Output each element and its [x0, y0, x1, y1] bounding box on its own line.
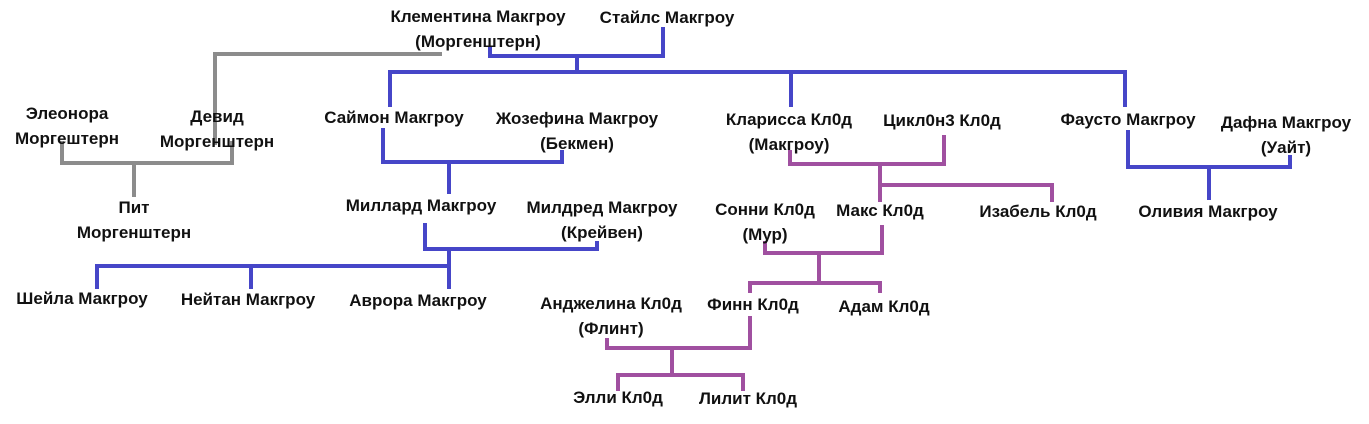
person-david-first-name: Девид — [190, 107, 244, 126]
person-adam: Адам Кл0д — [838, 294, 929, 319]
person-sonny: Сонни Кл0д (Мур) — [715, 197, 815, 247]
connector-couple-clarissa-cyclone — [788, 135, 946, 166]
person-cyclone-name: Цикл0н3 Кл0д — [883, 111, 1001, 130]
person-aurora-name: Аврора Макгроу — [349, 291, 487, 310]
person-daphne-name: Дафна Макгроу — [1220, 113, 1352, 132]
person-lilith-name: Лилит Кл0д — [698, 389, 798, 408]
connector-finn-children-bus — [616, 346, 745, 391]
person-clementina-name: Клементина Макгроу — [390, 7, 566, 26]
person-simon: Саймон Макгроу — [324, 105, 464, 130]
person-adam-name: Адам Кл0д — [838, 297, 930, 316]
person-sonny-maiden-name: (Мур) — [742, 225, 788, 244]
person-pit: Пит Моргенштерн — [77, 195, 191, 245]
person-sonny-name: Сонни Кл0д — [715, 200, 815, 219]
person-olivia: Оливия Макгроу — [1138, 199, 1277, 224]
person-aurora: Аврора Макгроу — [349, 288, 486, 313]
person-styles: Стайлс Макгроу — [600, 5, 735, 30]
person-millard-name: Миллард Макгроу — [345, 196, 497, 215]
person-josephina-maiden-name: (Бекмен) — [540, 134, 614, 153]
person-isabel: Изабель Кл0д — [979, 199, 1096, 224]
connector-couple-millard-mildred — [423, 223, 599, 251]
person-pit-last-name: Моргенштерн — [76, 223, 192, 242]
person-mildred-name: Милдред Макгроу — [526, 198, 678, 217]
person-sheila-name: Шейла Макгроу — [16, 289, 148, 308]
person-isabel-name: Изабель Кл0д — [979, 202, 1097, 221]
person-simon-name: Саймон Макгроу — [324, 108, 464, 127]
person-finn: Финн Кл0д — [707, 292, 799, 317]
person-daphne-maiden-name: (Уайт) — [1260, 138, 1312, 157]
person-nathan-name: Нейтан Макгроу — [180, 290, 316, 309]
person-clementina: Клементина Макгроу (Моргенштерн) — [390, 4, 565, 54]
person-pit-first-name: Пит — [118, 198, 150, 217]
connector-sonny-children-bus — [748, 251, 882, 293]
connector-clementina-david — [213, 52, 442, 145]
connector-founders-children-bus — [388, 54, 1127, 107]
person-lilith: Лилит Кл0д — [699, 386, 797, 411]
person-max-name: Макс Кл0д — [836, 201, 924, 220]
person-fausto-name: Фаусто Макгроу — [1060, 110, 1196, 129]
person-clarissa-maiden-name: (Макгроу) — [748, 135, 830, 154]
person-eleonora: Элеонора Моргештерн — [15, 101, 119, 151]
person-josephina-name: Жозефина Макгроу — [495, 109, 659, 128]
person-angelina: Анджелина Кл0д (Флинт) — [540, 291, 682, 341]
person-clarissa: Кларисса Кл0д (Макгроу) — [726, 107, 852, 157]
person-max: Макс Кл0д — [836, 198, 924, 223]
connector-clarissa-children-bus — [878, 162, 1054, 202]
person-olivia-name: Оливия Макгроу — [1138, 202, 1278, 221]
connector-couple-eleonora-david — [60, 141, 234, 165]
person-eleonora-first-name: Элеонора — [25, 104, 109, 123]
person-styles-name: Стайлс Макгроу — [599, 8, 735, 27]
person-ellie-name: Элли Кл0д — [573, 388, 663, 407]
person-millard: Миллард Макгроу — [346, 193, 497, 218]
person-nathan: Нейтан Макгроу — [181, 287, 315, 312]
person-finn-name: Финн Кл0д — [707, 295, 799, 314]
connector-couple-angelina-finn — [605, 316, 752, 350]
person-eleonora-last-name: Моргештерн — [14, 129, 120, 148]
person-ellie: Элли Кл0д — [573, 385, 663, 410]
person-josephina: Жозефина Макгроу (Бекмен) — [496, 106, 658, 156]
person-fausto: Фаусто Макгроу — [1060, 107, 1195, 132]
person-daphne: Дафна Макгроу (Уайт) — [1221, 110, 1351, 160]
person-david-last-name: Моргенштерн — [159, 132, 275, 151]
person-mildred-maiden-name: (Крейвен) — [561, 223, 643, 242]
person-angelina-maiden-name: (Флинт) — [578, 319, 644, 338]
person-cyclone: Цикл0н3 Кл0д — [883, 108, 1001, 133]
connector-millard-children-bus — [95, 247, 451, 289]
person-clarissa-name: Кларисса Кл0д — [725, 110, 853, 129]
person-clementina-maiden-name: (Моргенштерн) — [415, 32, 541, 51]
person-angelina-name: Анджелина Кл0д — [540, 294, 682, 313]
person-david: Девид Моргенштерн — [160, 104, 274, 154]
person-sheila: Шейла Макгроу — [16, 286, 147, 311]
connector-couple-simon-josephina — [381, 128, 564, 164]
person-mildred: Милдред Макгроу (Крейвен) — [527, 195, 678, 245]
connector-couple-sonny-max — [763, 225, 884, 255]
